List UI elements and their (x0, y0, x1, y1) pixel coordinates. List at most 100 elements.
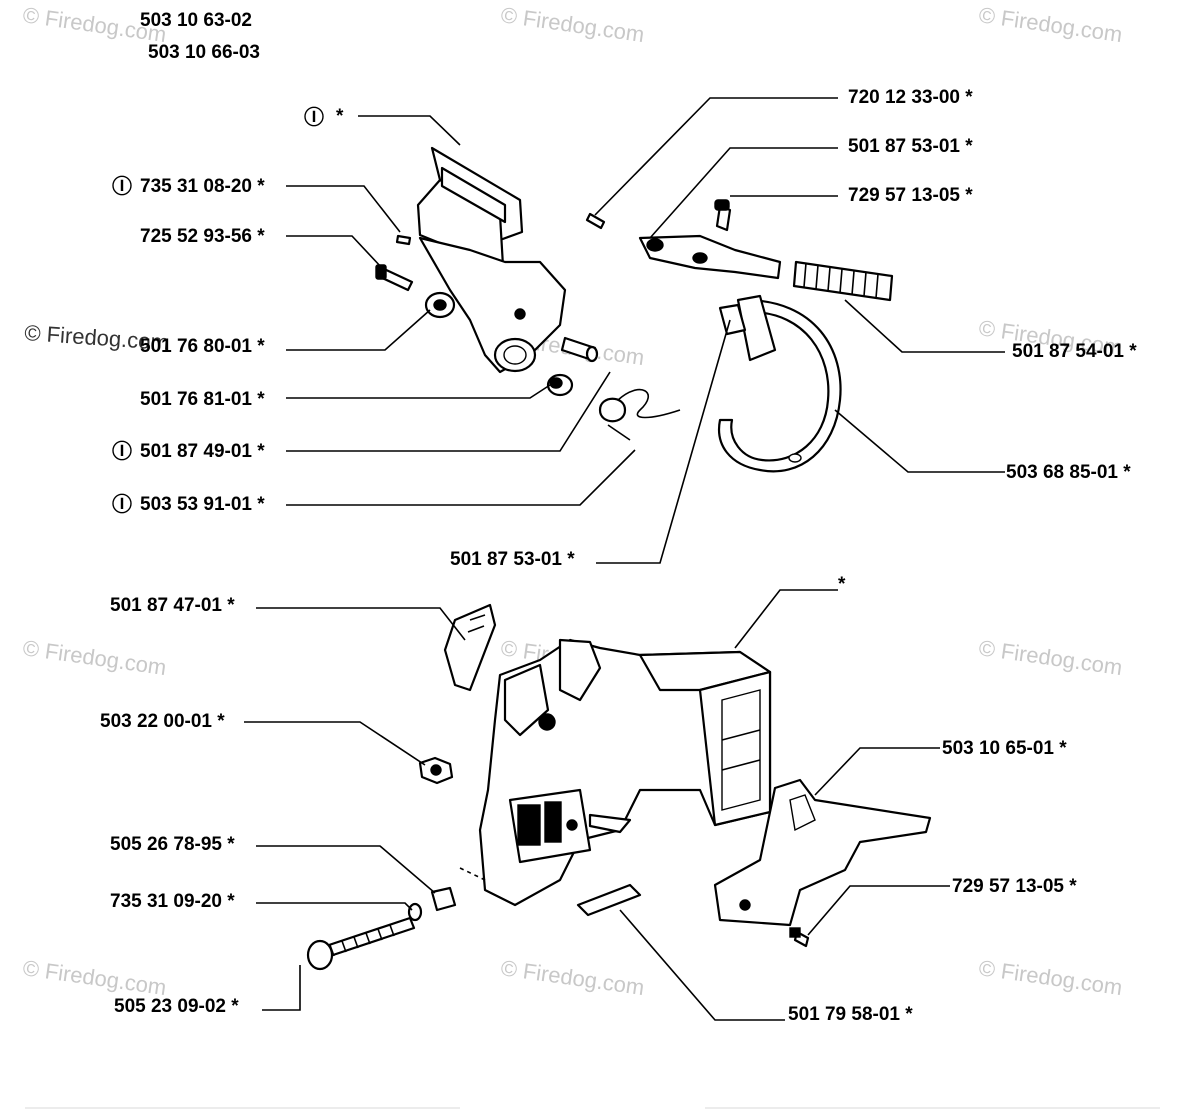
washer (395, 234, 412, 246)
leader-line (734, 589, 838, 649)
leader-line (262, 965, 301, 1011)
watermark: © Firedog.com (499, 2, 646, 47)
part-label: * (838, 574, 846, 595)
adjuster-hole (566, 819, 578, 831)
brake-link-eye (646, 238, 664, 252)
part-label: 729 57 13-05 * (848, 185, 973, 206)
pin-small (585, 212, 606, 230)
leader-line (256, 845, 436, 894)
leader-line (244, 721, 426, 766)
side-plate-flange (789, 794, 816, 832)
part-label: 735 31 08-20 * (140, 176, 265, 197)
pin-end (585, 345, 599, 363)
brake-lever-assembly (375, 146, 681, 441)
leader-line (834, 409, 1005, 473)
brake-band-tab (718, 303, 747, 336)
part-label: 735 31 09-20 * (110, 891, 235, 912)
brake-link-pivot (692, 252, 708, 264)
part-label: 501 87 47-01 * (110, 595, 235, 616)
part-label: 501 79 58-01 * (788, 1004, 913, 1025)
part-label: 503 53 91-01 * (140, 494, 265, 515)
adjuster-nut (430, 886, 457, 912)
leader-line (286, 185, 401, 233)
torsion-spring-leg (607, 424, 631, 441)
side-plate-screw-head (789, 927, 801, 938)
circle-i-symbol: Ⓘ (304, 105, 324, 129)
part-label: 729 57 13-05 * (952, 876, 1077, 897)
leader-line (594, 97, 838, 216)
housing-boss (538, 713, 556, 731)
lever-bushing-hole (503, 345, 527, 365)
part-label: 725 52 93-56 * (140, 226, 265, 247)
housing-ribs (721, 729, 761, 771)
adjuster-slot (544, 801, 562, 843)
torsion-spring (598, 397, 627, 423)
part-label: 503 68 85-01 * (1006, 462, 1131, 483)
brake-band-mount (736, 294, 777, 362)
leader-line (256, 902, 413, 911)
brake-spring (792, 260, 894, 302)
leader-lines (244, 97, 1005, 1021)
leader-line (619, 909, 785, 1021)
watermark: © Firedog.com (21, 635, 168, 680)
guide-plate-lines (467, 614, 486, 633)
guide-plate (443, 603, 497, 692)
leader-line (844, 299, 1005, 353)
part-label: 505 26 78-95 * (110, 834, 235, 855)
brake-band-assembly (585, 199, 894, 473)
part-label: 505 23 09-02 * (114, 996, 239, 1017)
clutch-cover-assembly (306, 603, 932, 971)
watermark: © Firedog.com (977, 635, 1124, 680)
washer-small (407, 902, 423, 922)
part-label: 501 87 49-01 * (140, 441, 265, 462)
part-label: 503 22 00-01 * (100, 711, 225, 732)
watermark: © Firedog.com (21, 955, 168, 1000)
brake-lever-body (418, 236, 567, 374)
header-code: 503 10 63-02 (140, 10, 252, 31)
nut-hex-hole (430, 764, 442, 776)
leader-line (286, 371, 611, 452)
brake-link (638, 234, 782, 280)
chain-catcher-tab (588, 813, 632, 834)
leader-line (286, 235, 383, 269)
leader-line (286, 449, 636, 506)
part-label: 501 87 53-01 * (450, 549, 575, 570)
header-code: 503 10 66-03 (148, 42, 260, 63)
leader-line (814, 747, 940, 796)
housing-front (503, 663, 550, 737)
leader-line (459, 867, 486, 881)
side-plate (713, 778, 932, 927)
leader-line (256, 607, 466, 641)
handguard-slot (440, 166, 507, 224)
circle-i-symbol: Ⓘ (112, 439, 132, 463)
adjuster-hole (522, 829, 534, 841)
part-label: * (336, 106, 344, 127)
chain-guide-bar (576, 883, 642, 917)
housing-slot (721, 689, 761, 811)
housing-lug (558, 638, 602, 702)
circle-i-symbol: Ⓘ (112, 174, 132, 198)
lever-pivot (514, 308, 526, 320)
part-label: 501 76 81-01 * (140, 389, 265, 410)
torsion-spring-leg (617, 388, 681, 419)
watermark: © Firedog.com (977, 955, 1124, 1000)
part-label: 503 10 65-01 * (942, 738, 1067, 759)
leader-line (596, 319, 731, 564)
screw-small-head (714, 199, 730, 211)
watermark: © Firedog.com (977, 2, 1124, 47)
adjuster-screw-head (306, 939, 334, 971)
brake-band-rivet (788, 453, 802, 463)
brake-band (717, 298, 842, 473)
part-label: 720 12 33-00 * (848, 87, 973, 108)
leader-line (807, 885, 950, 936)
screw-head (375, 264, 387, 280)
shoulder-screw-head (549, 377, 563, 389)
part-labels: Ⓘ * Ⓘ 735 31 08-20 * 725 52 93-56 * 501 … (100, 87, 1137, 1025)
brake-spring-coils (803, 262, 879, 299)
leader-line (358, 115, 461, 146)
part-label: 501 76 80-01 * (140, 336, 265, 357)
leader-line (286, 384, 551, 399)
part-label: 501 87 53-01 * (848, 136, 973, 157)
